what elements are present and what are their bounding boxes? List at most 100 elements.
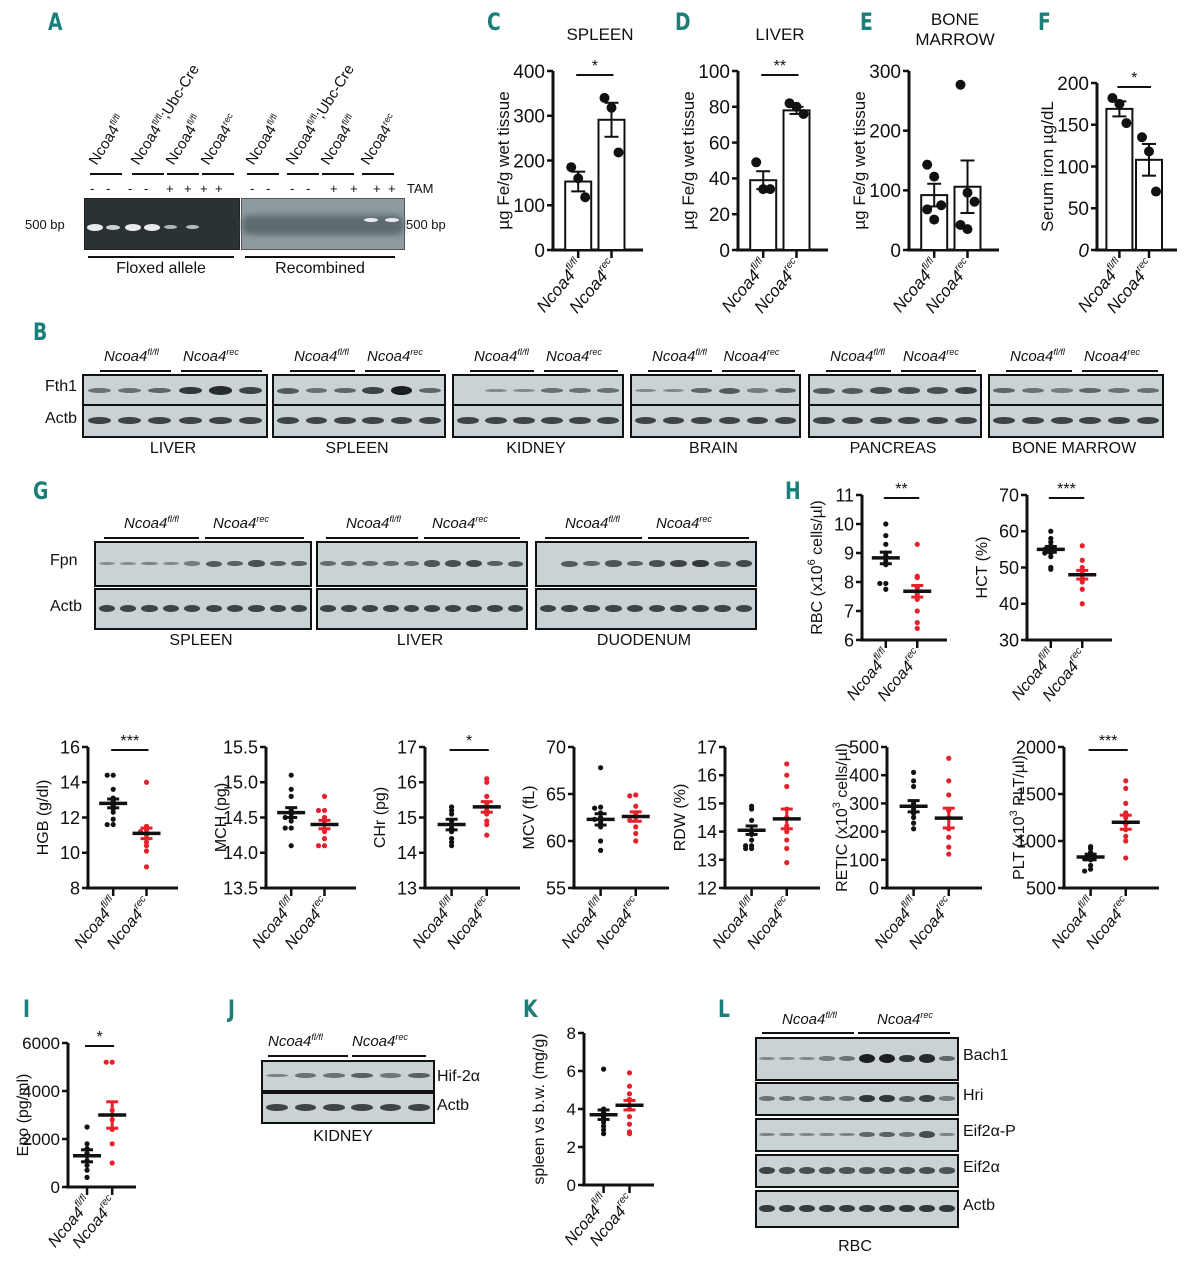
- gel-band: [164, 225, 177, 229]
- data-point: [598, 847, 604, 854]
- blot-band: [759, 1056, 775, 1061]
- blot-band: [993, 416, 1016, 425]
- blot-band: [859, 1204, 875, 1213]
- blot-band: [926, 416, 949, 425]
- tam-sign: +: [200, 181, 208, 196]
- group-underline: [424, 537, 520, 539]
- blot-band: [819, 1167, 835, 1174]
- data-point: [109, 1160, 115, 1166]
- blot-band: [294, 1073, 317, 1078]
- blot-band: [305, 416, 328, 425]
- data-point: [592, 805, 598, 811]
- group-underline: [104, 537, 199, 539]
- data-point: [143, 864, 150, 870]
- blot-strip: [755, 1190, 959, 1228]
- blot-band: [1022, 388, 1044, 393]
- y-tick-label: 400: [849, 766, 879, 786]
- panel-label-b: B: [33, 318, 48, 346]
- data-point: [613, 147, 624, 158]
- y-tick-label: 8: [70, 878, 80, 898]
- y-tick-label: 12: [60, 808, 80, 828]
- blot-strip: [535, 588, 757, 630]
- tissue-label: BONE MARROW: [1011, 440, 1137, 457]
- blot-band: [718, 387, 740, 394]
- blot-band: [692, 604, 709, 613]
- data-point: [484, 793, 490, 799]
- tissue-label: SPLEEN: [325, 440, 389, 457]
- group-underline: [545, 537, 642, 539]
- blot-band: [141, 604, 158, 613]
- blot-band: [323, 1103, 345, 1112]
- data-point: [601, 1123, 607, 1129]
- group-underline: [901, 370, 976, 372]
- blot-strip: [94, 588, 312, 630]
- data-point: [946, 792, 952, 798]
- blot-band: [1079, 416, 1102, 425]
- data-point: [599, 92, 610, 103]
- significance-stars: ***: [121, 733, 140, 750]
- data-point: [1079, 601, 1085, 607]
- blot-band: [445, 604, 462, 613]
- panel-label-l: L: [718, 995, 730, 1023]
- blot-strip: [272, 404, 446, 438]
- y-tick-label: 100: [1057, 157, 1089, 178]
- tam-sign: -: [266, 181, 271, 196]
- row-label: Hri: [963, 1087, 984, 1104]
- data-point: [109, 1141, 115, 1147]
- blot-band: [648, 560, 666, 567]
- data-point: [110, 809, 116, 815]
- blot-band: [859, 1167, 875, 1174]
- tam-sign: +: [215, 181, 223, 196]
- data-point: [955, 79, 966, 90]
- data-point: [1088, 845, 1094, 852]
- data-point: [110, 786, 116, 792]
- panel-label-k: K: [523, 995, 538, 1023]
- data-point: [484, 779, 490, 785]
- y-tick-label: 7: [844, 601, 854, 621]
- blot-band: [117, 416, 142, 425]
- group-underline: [1082, 370, 1158, 372]
- blot-band: [779, 1204, 795, 1213]
- blot-band: [839, 1096, 855, 1101]
- data-point: [784, 837, 790, 843]
- blot-band: [919, 1094, 935, 1103]
- y-axis-label: MCV (fL): [521, 786, 538, 850]
- blot-band: [799, 1132, 815, 1137]
- blot-band: [955, 416, 977, 425]
- group-underline: [352, 1055, 426, 1057]
- data-point: [1048, 554, 1054, 560]
- chart-title: BONE: [931, 10, 979, 29]
- group-underline: [100, 370, 171, 372]
- blot-band: [184, 604, 201, 613]
- blot-band: [597, 416, 619, 425]
- data-point: [84, 1174, 90, 1180]
- blot-band: [351, 1103, 373, 1112]
- y-axis-label: CHr (pg): [372, 787, 389, 848]
- blot-strip: [755, 1082, 959, 1116]
- blot-band: [714, 604, 731, 613]
- y-tick-label: 14.5: [223, 808, 258, 828]
- blot-band: [774, 387, 796, 394]
- data-point: [914, 608, 920, 614]
- group-underline: [247, 173, 279, 175]
- data-point: [598, 804, 604, 810]
- blot-band: [226, 560, 244, 567]
- y-axis-label: µg Fe/g wet tissue: [850, 91, 869, 229]
- tissue-label-rbc: RBC: [838, 1238, 872, 1255]
- blot-band: [899, 1204, 915, 1213]
- row-label-fpn: Fpn: [50, 552, 78, 569]
- group-label: Ncoa4rec: [183, 347, 239, 365]
- gel-label-floxed: Floxed allele: [116, 260, 206, 277]
- data-point: [143, 843, 150, 849]
- blot-band: [648, 604, 666, 613]
- data-point: [84, 1167, 90, 1173]
- blot-band: [561, 604, 578, 613]
- blot-band: [813, 387, 835, 394]
- data-point: [1123, 838, 1129, 844]
- y-tick-label: 60: [999, 522, 1019, 542]
- blot-band: [635, 388, 657, 393]
- data-point: [626, 1114, 633, 1120]
